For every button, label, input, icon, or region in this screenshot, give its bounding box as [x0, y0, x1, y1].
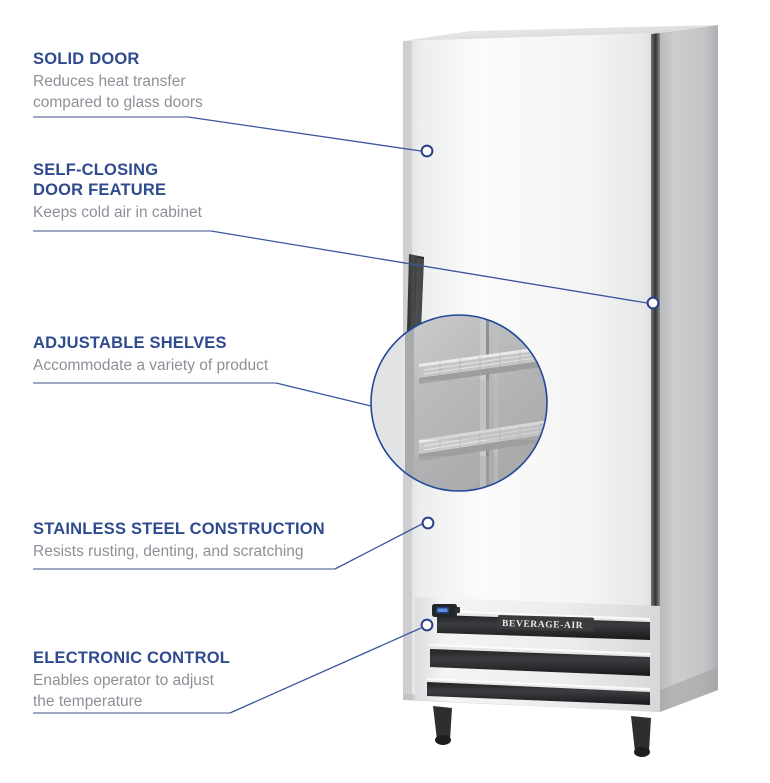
callout-title-solid-door: SOLID DOOR — [33, 50, 140, 68]
callout-adjustable-shelves: ADJUSTABLE SHELVES Accommodate a variety… — [33, 333, 363, 376]
callout-solid-door: SOLID DOOR Reduces heat transfer compare… — [33, 49, 333, 113]
svg-text:BEVERAGE-AIR: BEVERAGE-AIR — [502, 619, 583, 631]
callout-description-stainless-steel-construction: Resists rusting, denting, and scratching — [33, 543, 304, 560]
brand-plate: BEVERAGE-AIR — [497, 615, 594, 632]
callout-title-adjustable-shelves: ADJUSTABLE SHELVES — [33, 334, 227, 352]
callout-description-adjustable-shelves: Accommodate a variety of product — [33, 357, 269, 374]
callout-title-electronic-control: ELECTRONIC CONTROL — [33, 649, 231, 667]
shelf-magnifier-content — [371, 315, 547, 491]
callout-self-closing-door-feature: SELF-CLOSING DOOR FEATURE Keeps cold air… — [33, 160, 333, 223]
caster-front-right — [631, 716, 651, 757]
callout-stainless-steel-construction: STAINLESS STEEL CONSTRUCTION Resists rus… — [33, 519, 393, 562]
callout-title-self-closing-door-feature: SELF-CLOSING DOOR FEATURE — [33, 161, 167, 199]
electronic-controller[interactable] — [432, 604, 460, 617]
callout-description-self-closing-door-feature: Keeps cold air in cabinet — [33, 204, 202, 221]
callout-description-electronic-control: Enables operator to adjust the temperatu… — [33, 672, 214, 710]
callout-electronic-control: ELECTRONIC CONTROL Enables operator to a… — [33, 648, 333, 712]
callout-description-solid-door: Reduces heat transfer compared to glass … — [33, 73, 203, 111]
caster-front-left — [433, 706, 452, 745]
callout-title-stainless-steel-construction: STAINLESS STEEL CONSTRUCTION — [33, 520, 325, 538]
